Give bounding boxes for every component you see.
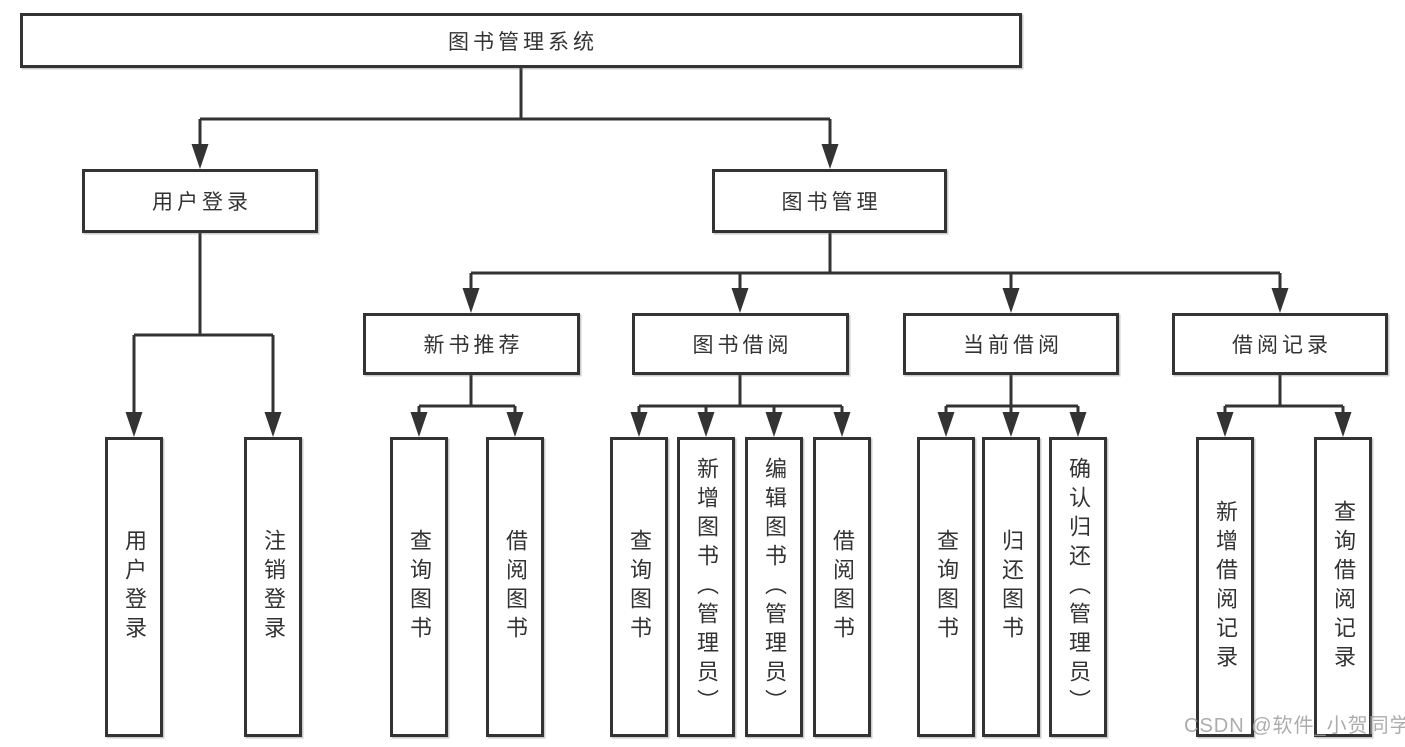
leaf-logout-label: 注销登录 <box>261 529 286 645</box>
leaf-current-return-books-label: 归还图书 <box>999 529 1024 645</box>
leaf-borrowing-add-books-admin-label: 新增图书（管理员） <box>694 456 719 718</box>
leaf-borrowing-query-books: 查询图书 <box>610 437 668 737</box>
leaf-borrowing-edit-books-admin-label: 编辑图书（管理员） <box>762 456 787 718</box>
leaf-current-return-books: 归还图书 <box>982 437 1040 737</box>
leaf-borrowing-add-books-admin: 新增图书（管理员） <box>677 437 735 737</box>
leaf-user-login: 用户登录 <box>105 437 163 737</box>
leaf-user-login-label: 用户登录 <box>122 529 147 645</box>
node-root: 图书管理系统 <box>20 13 1022 68</box>
arrowheads <box>125 144 1352 437</box>
node-book-borrowing-label: 图书借阅 <box>692 334 793 357</box>
node-user-login: 用户登录 <box>82 169 318 233</box>
node-user-login-label: 用户登录 <box>152 191 252 214</box>
leaf-current-query-books-label: 查询图书 <box>934 529 959 645</box>
node-book-management-label: 图书管理 <box>781 191 882 214</box>
leaf-borrowing-borrow-books: 借阅图书 <box>813 437 871 737</box>
leaf-records-query-record-label: 查询借阅记录 <box>1331 500 1356 674</box>
node-current-borrowing: 当前借阅 <box>903 313 1119 375</box>
leaf-records-add-record-label: 新增借阅记录 <box>1213 500 1238 674</box>
leaf-newbook-borrow-books-label: 借阅图书 <box>503 529 528 645</box>
node-borrow-records-label: 借阅记录 <box>1232 334 1332 357</box>
leaf-logout: 注销登录 <box>244 437 302 737</box>
node-new-book-recommend: 新书推荐 <box>363 313 580 375</box>
leaf-newbook-query-books-label: 查询图书 <box>407 529 432 645</box>
node-current-borrowing-label: 当前借阅 <box>963 334 1063 357</box>
leaf-current-confirm-return-admin-label: 确认归还（管理员） <box>1066 456 1091 718</box>
node-book-management: 图书管理 <box>712 169 947 233</box>
leaf-newbook-query-books: 查询图书 <box>390 437 448 737</box>
node-root-label: 图书管理系统 <box>448 30 598 54</box>
watermark: CSDN @软件_小贺同学 <box>1184 715 1405 737</box>
node-new-book-recommend-label: 新书推荐 <box>423 334 524 357</box>
node-book-borrowing: 图书借阅 <box>632 313 849 375</box>
leaf-records-query-record: 查询借阅记录 <box>1314 437 1372 737</box>
leaf-newbook-borrow-books: 借阅图书 <box>486 437 544 737</box>
leaf-borrowing-query-books-label: 查询图书 <box>627 529 652 645</box>
leaf-borrowing-borrow-books-label: 借阅图书 <box>830 529 855 645</box>
leaf-records-add-record: 新增借阅记录 <box>1196 437 1254 737</box>
leaf-current-confirm-return-admin: 确认归还（管理员） <box>1049 437 1107 737</box>
leaf-borrowing-edit-books-admin: 编辑图书（管理员） <box>745 437 803 737</box>
leaf-current-query-books: 查询图书 <box>917 437 975 737</box>
node-borrow-records: 借阅记录 <box>1172 313 1388 375</box>
